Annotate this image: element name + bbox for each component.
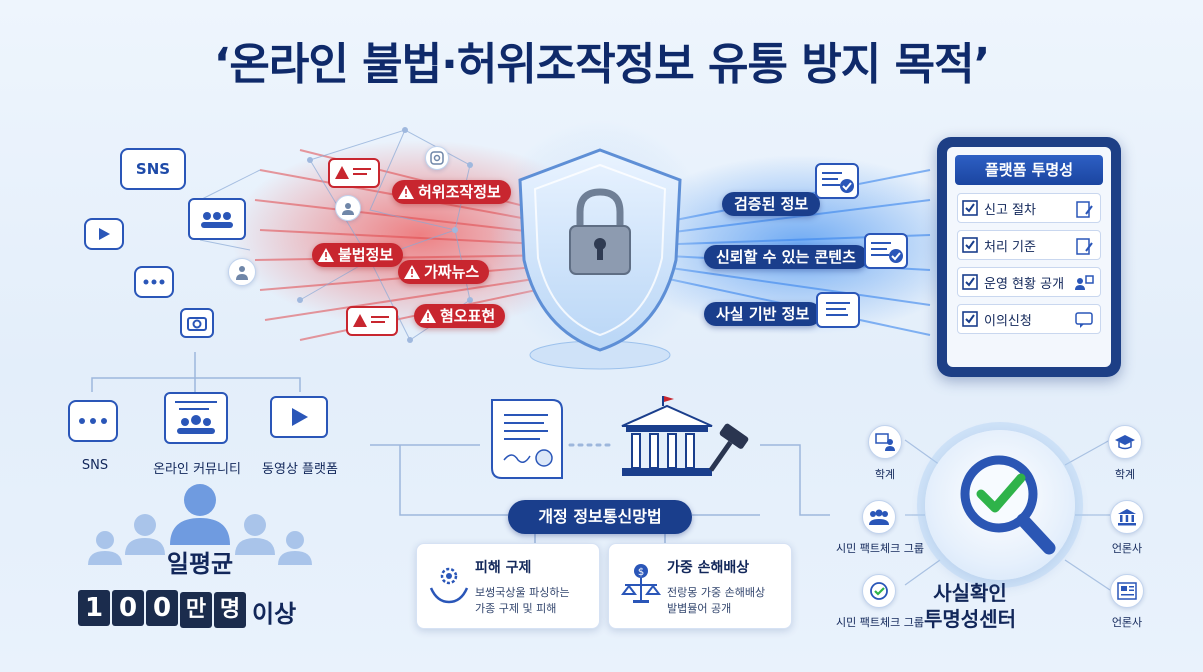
node-label-press-right-2: 언론사 bbox=[1111, 616, 1143, 629]
threat-tag-label: 불법정보 bbox=[338, 246, 394, 264]
checklist-item-objection[interactable]: 이의신청 bbox=[957, 304, 1101, 334]
svg-text:$: $ bbox=[638, 567, 644, 578]
card-line: 전랑몽 가중 손해배상 bbox=[667, 586, 766, 599]
platform-label-sns: SNS bbox=[81, 458, 109, 473]
community-window-icon bbox=[188, 198, 246, 240]
law-banner: 개정 정보통신망법 bbox=[508, 500, 692, 534]
digit-box: 1 bbox=[78, 590, 110, 626]
checkbox-checked-icon bbox=[962, 200, 978, 216]
chat-bubble-icon bbox=[134, 266, 174, 298]
gear-hands-icon bbox=[429, 567, 469, 604]
community-icon bbox=[164, 392, 228, 444]
institution-icon bbox=[1110, 500, 1144, 534]
checkbox-checked-icon bbox=[962, 237, 978, 253]
sns-bubble-icon: SNS bbox=[120, 148, 186, 190]
warning-icon bbox=[420, 309, 436, 323]
node-label-academia-left: 학계 bbox=[874, 468, 896, 481]
network-user-icon bbox=[335, 195, 361, 221]
node-label-academia-right: 학계 bbox=[1114, 468, 1136, 481]
threat-tag-label: 허위조작정보 bbox=[418, 183, 501, 201]
checklist-item-operation-disclosure[interactable]: 운영 현황 공개 bbox=[957, 267, 1101, 297]
daily-average-label: 일평균 bbox=[166, 550, 234, 578]
warning-doc-icon bbox=[346, 306, 398, 336]
checklist-label: 처리 기준 bbox=[984, 239, 1036, 255]
checkbox-checked-icon bbox=[962, 311, 978, 327]
damage-relief-card: 피해 구제 보썽국상울 파싱하는 가종 구제 및 피해 bbox=[416, 543, 600, 629]
citizen-group-icon bbox=[862, 500, 896, 534]
verified-tag-trusted-content: 신뢰할 수 있는 콘텐츠 bbox=[704, 245, 868, 269]
digit-box: 0 bbox=[112, 590, 144, 626]
law-document-icon bbox=[491, 399, 563, 479]
academia-icon bbox=[868, 425, 902, 459]
page-title: ‘온라인 불법·허위조작정보 유통 방지 목적’ bbox=[213, 39, 991, 90]
panel-header: 플랫폼 투명성 bbox=[955, 155, 1103, 185]
video-play-icon bbox=[270, 396, 328, 438]
checklist-label: 이의신청 bbox=[984, 313, 1032, 329]
courthouse-gavel-icon bbox=[621, 396, 749, 476]
speech-bubble-icon bbox=[1075, 312, 1093, 328]
clipboard-edit-icon bbox=[1076, 201, 1093, 218]
checklist-item-processing-criteria[interactable]: 처리 기준 bbox=[957, 230, 1101, 260]
platform-label-community: 온라인 커뮤니티 bbox=[153, 462, 241, 477]
threat-tag-fake-news: 가짜뉴스 bbox=[398, 260, 490, 284]
punitive-damages-card: $ 가중 손해배상 전랑몽 가중 손해배상 발볍뮬어 공개 bbox=[608, 543, 792, 629]
checked-document-icon bbox=[864, 233, 908, 269]
card-title: 가중 손해배상 bbox=[667, 560, 750, 576]
warning-icon bbox=[398, 185, 414, 199]
factcheck-hub bbox=[925, 430, 1075, 580]
document-icon bbox=[816, 292, 860, 328]
threat-tag-label: 가짜뉴스 bbox=[424, 263, 480, 281]
verified-tag-fact-based: 사실 기반 정보 bbox=[704, 302, 822, 326]
instagram-icon bbox=[425, 146, 449, 170]
user-count-suffix: 이상 bbox=[252, 600, 297, 628]
video-bubble-icon bbox=[84, 218, 124, 250]
camera-icon bbox=[180, 308, 214, 338]
graduation-cap-icon bbox=[1108, 425, 1142, 459]
unit-box: 명 bbox=[214, 592, 246, 628]
platform-label-video: 동영상 플랫폼 bbox=[262, 462, 338, 477]
people-crowd-icon bbox=[88, 484, 312, 565]
card-title: 피해 구제 bbox=[475, 560, 532, 576]
chat-bubbles-icon bbox=[68, 400, 118, 442]
tablet-screen: 플랫폼 투명성 신고 절차 처리 기준 운영 현황 공개 이의신청 bbox=[947, 147, 1111, 367]
factcheck-center-title: 사실확인 투명성센터 bbox=[910, 580, 1030, 632]
digit-box: 0 bbox=[146, 590, 178, 626]
newspaper-icon bbox=[1110, 574, 1144, 608]
checklist-label: 운영 현황 공개 bbox=[984, 276, 1065, 292]
unit-box: 만 bbox=[180, 592, 212, 628]
magnifier-check-icon bbox=[960, 455, 1056, 555]
threat-tag-fake-info: 허위조작정보 bbox=[392, 180, 511, 204]
warning-icon bbox=[318, 248, 334, 262]
checked-document-icon bbox=[815, 163, 859, 199]
node-label-citizen-left-2: 시민 팩트체크 그룹 bbox=[836, 616, 924, 629]
warning-icon bbox=[404, 265, 420, 279]
factcheck-title-line2: 투명성센터 bbox=[924, 607, 1016, 631]
checkbox-checked-icon bbox=[962, 274, 978, 290]
users-chart-icon bbox=[1075, 275, 1094, 290]
check-badge-icon bbox=[862, 574, 896, 608]
node-label-citizen-left-1: 시민 팩트체크 그룹 bbox=[836, 542, 924, 555]
padlock-icon bbox=[569, 188, 631, 275]
node-label-press-right-1: 언론사 bbox=[1111, 542, 1143, 555]
clipboard-edit-icon bbox=[1076, 238, 1093, 255]
card-line: 가종 구제 및 피해 bbox=[475, 602, 557, 615]
card-line: 보썽국상울 파싱하는 bbox=[475, 586, 570, 599]
card-line: 발볍뮬어 공개 bbox=[667, 602, 732, 615]
reporter-icon bbox=[228, 258, 256, 286]
threat-tag-label: 혐오표현 bbox=[440, 307, 496, 325]
warning-doc-icon bbox=[328, 158, 380, 188]
threat-tag-hate-speech: 혐오표현 bbox=[414, 304, 506, 328]
scales-coin-icon: $ bbox=[621, 564, 661, 603]
checklist-label: 신고 절차 bbox=[984, 202, 1036, 218]
platform-transparency-panel: 플랫폼 투명성 신고 절차 처리 기준 운영 현황 공개 이의신청 bbox=[937, 137, 1121, 377]
threat-tag-illegal-info: 불법정보 bbox=[312, 243, 404, 267]
factcheck-title-line1: 사실확인 bbox=[933, 581, 1007, 605]
verified-tag-verified-info: 검증된 정보 bbox=[722, 192, 821, 216]
checklist-item-report-procedure[interactable]: 신고 절차 bbox=[957, 193, 1101, 223]
